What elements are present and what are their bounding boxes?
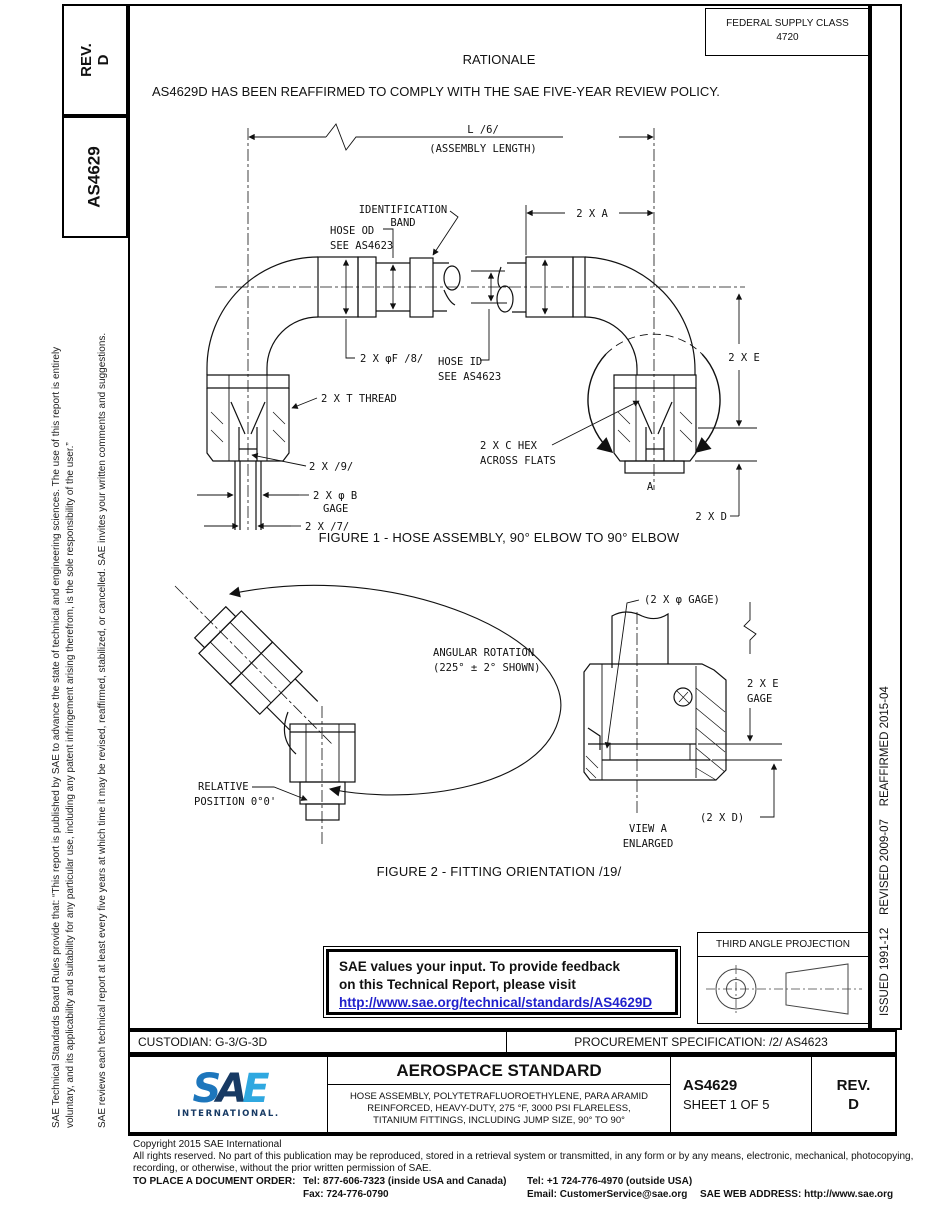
fsc-label: FEDERAL SUPPLY CLASS [726,18,849,29]
fig1-label-2xa: 2 X A [576,208,608,220]
order-email[interactable]: Email: CustomerService@sae.org [527,1189,688,1200]
projection-symbol [706,963,862,1015]
fig2-label-enlarged: ENLARGED [623,838,674,850]
fig1-label-identification: IDENTIFICATION [359,204,448,216]
left-margin-disclaimer-line1: SAE Technical Standards Board Rules prov… [51,346,62,1128]
fig1-label-a: A [647,481,654,493]
sae-logo-e: E [242,1066,269,1112]
standard-subtitle-2: REINFORCED, HEAVY-DUTY, 275 °F, 3000 PSI… [367,1102,631,1114]
rev-box: REV. D [62,4,128,116]
third-angle-projection-box: THIRD ANGLE PROJECTION [697,932,869,1024]
figure2-view-a [583,611,727,781]
figure1-right-nut [613,374,697,462]
copyright-line1: Copyright 2015 SAE International [133,1139,282,1150]
order-label: TO PLACE A DOCUMENT ORDER: [133,1176,296,1187]
fig1-label-hose-id: HOSE ID [438,356,482,368]
figure2-geometry [174,584,782,846]
copyright-line3: recording, or otherwise, without the pri… [133,1163,432,1174]
figure1-caption: FIGURE 1 - HOSE ASSEMBLY, 90° ELBOW TO 9… [318,530,680,545]
custodian-row: CUSTODIAN: G-3/G-3D PROCUREMENT SPECIFIC… [128,1030,897,1054]
figure2-caption: FIGURE 2 - FITTING ORIENTATION /19/ [376,864,622,879]
title-block: SAE INTERNATIONAL. AEROSPACE STANDARD HO… [128,1054,897,1136]
rev-label: REV. [77,43,95,77]
fig2-label-2xd: (2 X D) [700,812,744,824]
custodian-cell: CUSTODIAN: G-3/G-3D [130,1032,507,1052]
fig1-label-2x9: 2 X /9/ [309,461,353,473]
feedback-box: SAE values your input. To provide feedba… [323,946,681,1018]
title-rev-label: REV. [836,1076,871,1094]
procurement-cell: PROCUREMENT SPECIFICATION: /2/ AS4623 [574,1035,828,1049]
fig2-label-2xe: 2 X E [747,678,779,690]
fig2-label-view-a: VIEW A [629,823,668,835]
left-margin-review-note: SAE reviews each technical report at lea… [97,332,108,1128]
rationale-body: AS4629D HAS BEEN REAFFIRMED TO COMPLY WI… [152,84,720,99]
copyright-line2: All rights reserved. No part of this pub… [133,1151,914,1162]
fig2-label-angular-value: (225° ± 2° SHOWN) [433,662,540,674]
sheet-number: SHEET 1 OF 5 [683,1096,770,1112]
standard-type: AEROSPACE STANDARD [328,1057,670,1085]
federal-supply-class-box: FEDERAL SUPPLY CLASS 4720 [705,8,870,56]
order-tel-domestic: Tel: 877-606-7323 (inside USA and Canada… [303,1176,507,1187]
doc-number-cell: AS4629 SHEET 1 OF 5 [671,1057,812,1132]
fig1-label-see-as4623-id: SEE AS4623 [438,371,501,383]
revision-strip [870,4,902,1030]
feedback-line1: SAE values your input. To provide feedba… [339,959,621,974]
title-rev-value: D [848,1095,859,1113]
fig2-label-relative: RELATIVE [198,781,249,793]
fig1-label-2x7: 2 X /7/ [305,521,349,532]
fig1-label-hose-od: HOSE OD [330,225,374,237]
standard-title-cell: AEROSPACE STANDARD HOSE ASSEMBLY, POLYTE… [328,1057,671,1132]
left-margin-disclaimer-line2: voluntary, and its applicability and sui… [65,442,76,1128]
figure1-geometry [197,123,757,530]
doc-number-box: AS4629 [62,116,128,238]
order-fax: Fax: 724-776-0790 [303,1189,389,1200]
fig1-label-band: BAND [390,217,415,229]
fig2-label-gage-dia: (2 X φ GAGE) [644,594,720,606]
sae-web-address[interactable]: SAE WEB ADDRESS: http://www.sae.org [700,1189,894,1200]
rev-value: D [94,54,112,66]
figure1-labels: L /6/ (ASSEMBLY LENGTH) IDENTIFICATION B… [305,124,760,532]
sae-logo-international: INTERNATIONAL. [177,1109,280,1119]
order-tel-international: Tel: +1 724-776-4970 (outside USA) [527,1176,693,1187]
main-frame [128,4,870,1030]
fig1-label-across-flats: ACROSS FLATS [480,455,556,467]
fig1-label-2xe: 2 X E [728,352,760,364]
rev-cell: REV. D [812,1057,895,1132]
revision-history: ISSUED 1991-12 REVISED 2009-07 REAFFIRME… [879,686,891,1016]
doc-number-vertical: AS4629 [85,146,104,208]
sae-logo-a: A [216,1066,247,1112]
fig2-label-angular-rotation: ANGULAR ROTATION [433,647,534,659]
logo-cell: SAE INTERNATIONAL. [130,1057,328,1132]
fig1-label-gage: GAGE [323,503,348,515]
fig1-label-c-hex: 2 X C HEX [480,440,538,452]
fsc-value: 4720 [776,32,799,43]
sae-logo-s: S [192,1066,221,1112]
feedback-link[interactable]: http://www.sae.org/technical/standards/A… [339,995,653,1010]
rationale-heading: RATIONALE [462,52,536,67]
standard-subtitle-3: TITANIUM FITTINGS, INCLUDING JUMP SIZE, … [373,1114,625,1126]
fig1-label-2xf8: 2 X φF /8/ [360,353,423,365]
sae-logo: SAE INTERNATIONAL. [177,1069,280,1119]
figure2-drawing: ANGULAR ROTATION (225° ± 2° SHOWN) RELAT… [174,584,782,850]
standard-subtitle-1: HOSE ASSEMBLY, POLYTETRAFLUOROETHYLENE, … [349,1090,649,1102]
figure1-left-nut [206,374,290,462]
feedback-line2: on this Technical Report, please visit [339,977,576,992]
title-doc-number: AS4629 [683,1076,738,1094]
fig1-label-2xd: 2 X D [695,511,727,523]
fig2-label-position: POSITION 0°0' [194,796,276,808]
fig1-label-assembly-length: (ASSEMBLY LENGTH) [429,143,536,155]
fig1-label-t-thread: 2 X T THREAD [321,393,397,405]
fig2-label-gage: GAGE [747,693,772,705]
figure1-drawing: L /6/ (ASSEMBLY LENGTH) IDENTIFICATION B… [197,123,760,532]
fig1-label-see-as4623-od: SEE AS4623 [330,240,393,252]
fig1-label-phi-b: 2 X φ B [313,490,357,502]
figure2-labels: ANGULAR ROTATION (225° ± 2° SHOWN) RELAT… [194,594,779,850]
projection-title: THIRD ANGLE PROJECTION [698,933,868,957]
fig1-label-l6: L /6/ [467,124,499,136]
